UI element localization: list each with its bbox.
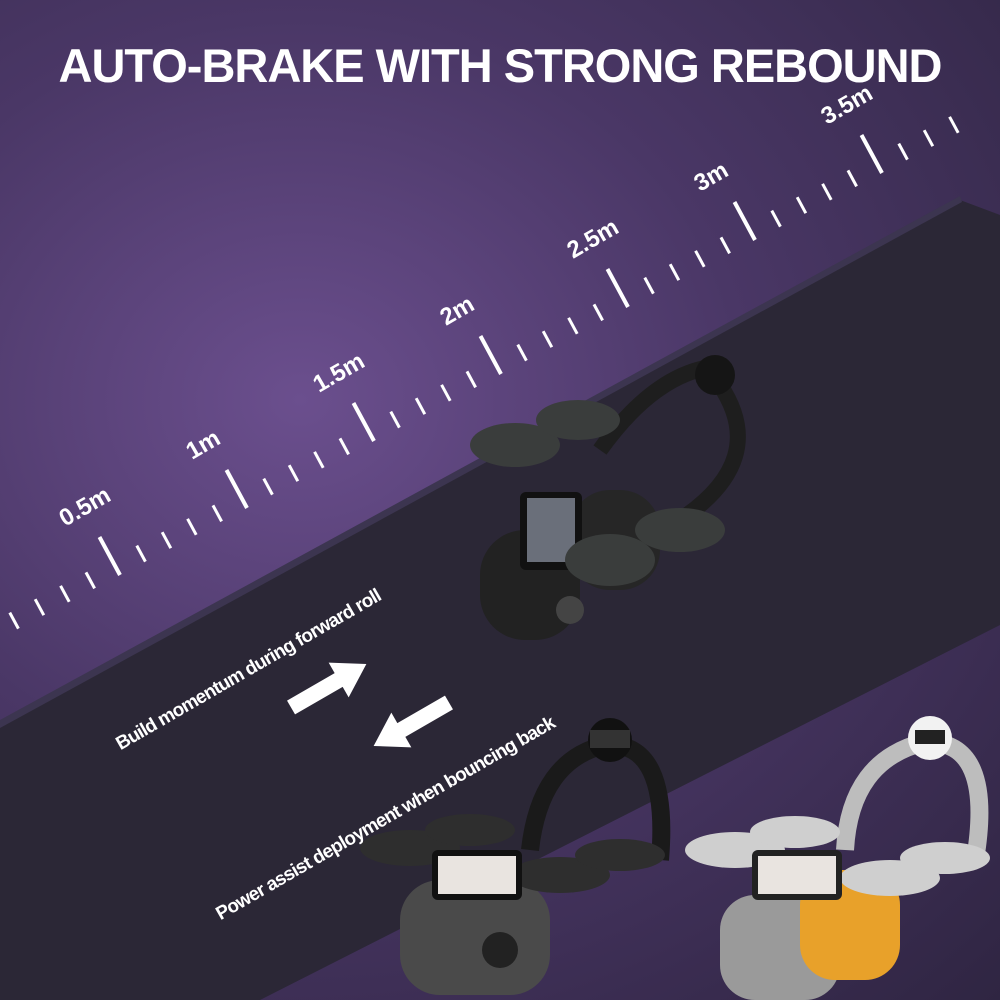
ruler-label: 2m [436, 290, 480, 331]
ruler-major-tick [478, 335, 503, 375]
ruler-minor-tick [414, 397, 427, 415]
ruler-minor-tick [211, 504, 223, 523]
ruler-label: 2.5m [563, 213, 624, 264]
ab-roller-black-main [470, 355, 746, 640]
ruler-minor-tick [8, 611, 20, 630]
arrow-down-left-icon [373, 695, 453, 748]
ruler-minor-tick [135, 544, 147, 563]
ruler-minor-tick [567, 317, 579, 335]
ruler-minor-tick [948, 116, 960, 134]
ruler-minor-tick [668, 263, 681, 281]
ruler-minor-tick [770, 209, 782, 228]
ruler-minor-tick [262, 477, 274, 496]
ruler-minor-tick [719, 236, 731, 255]
ruler-minor-tick [795, 196, 808, 214]
headline: AUTO-BRAKE WITH STRONG REBOUND [58, 39, 943, 92]
ruler-major-tick [97, 536, 122, 576]
ruler-minor-tick [821, 183, 833, 201]
arrow-up-right-icon [287, 662, 367, 715]
ruler-minor-tick [287, 464, 300, 482]
ruler-minor-tick [516, 343, 528, 362]
ruler-minor-tick [643, 276, 655, 295]
ruler-major-tick [859, 134, 884, 174]
ruler-major-tick [351, 402, 376, 442]
ruler-minor-tick [897, 142, 909, 161]
ruler-major-tick [224, 469, 249, 509]
ruler-minor-tick [465, 370, 477, 389]
ruler-label: 1m [182, 424, 226, 465]
ruler-major-tick [732, 201, 757, 241]
ruler-minor-tick [338, 437, 350, 456]
ruler-label: 3m [690, 156, 734, 197]
ruler-minor-tick [541, 330, 554, 348]
ruler-minor-tick [160, 531, 173, 549]
ruler-minor-tick [59, 585, 71, 603]
ruler-minor-tick [694, 250, 706, 268]
mat-top-edge [0, 196, 962, 728]
ruler-label: 0.5m [55, 481, 116, 532]
ruler-minor-tick [922, 129, 935, 147]
ruler-major-tick [605, 268, 630, 308]
ruler-minor-tick [389, 410, 401, 429]
ab-roller-black [360, 718, 671, 995]
ruler-label: 1.5m [309, 347, 370, 398]
ruler-minor-tick [84, 571, 96, 590]
ruler-minor-tick [33, 598, 46, 616]
ruler-minor-tick [846, 169, 858, 188]
ruler-minor-tick [186, 518, 198, 536]
ab-roller-orange [685, 716, 990, 1000]
ruler-minor-tick [313, 451, 325, 469]
ruler-minor-tick [592, 303, 604, 322]
ruler-minor-tick [440, 384, 452, 402]
